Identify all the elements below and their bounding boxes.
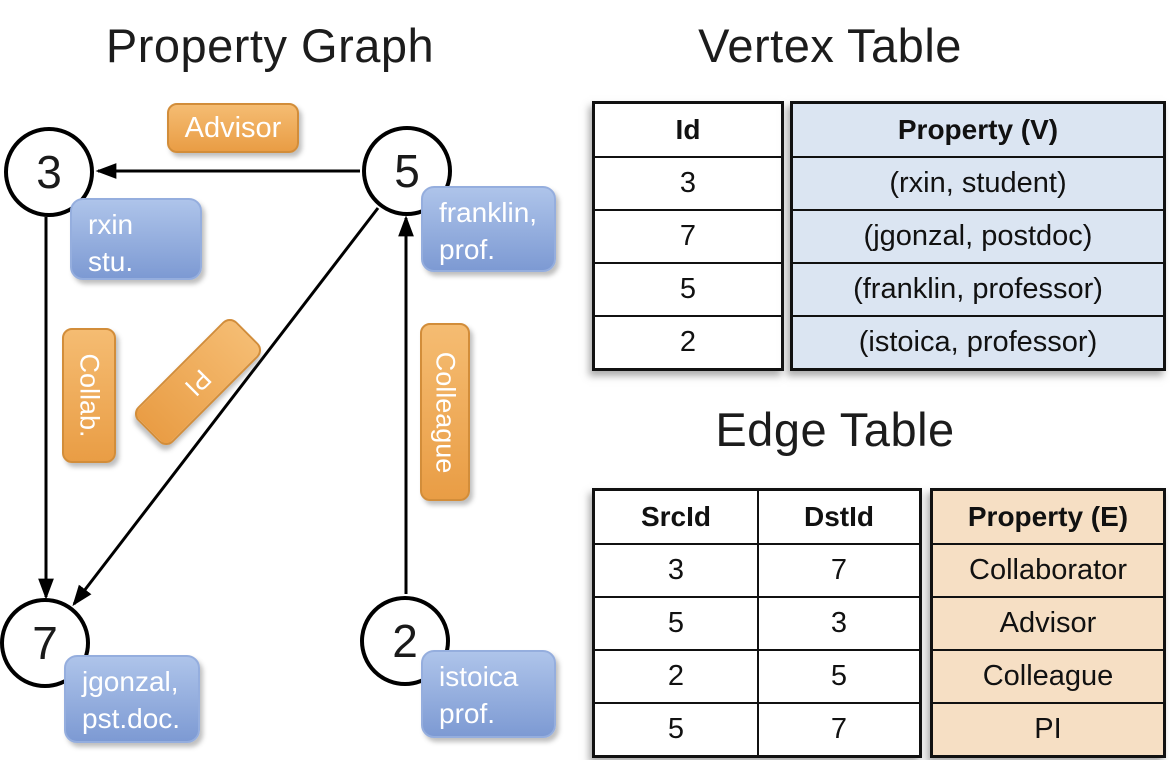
vertex-table-title: Vertex Table: [698, 19, 962, 72]
table-header-row: Id: [592, 101, 784, 158]
table-cell: (jgonzal, postdoc): [790, 209, 1166, 264]
table-row: 2: [592, 315, 784, 371]
table-row: Advisor: [930, 596, 1166, 651]
table-row: 3: [592, 156, 784, 211]
vertex-table-property-column: Property (V) (rxin, student) (jgonzal, p…: [790, 101, 1166, 371]
table-header-row: SrcId DstId: [592, 488, 922, 545]
table-row: (istoica, professor): [790, 315, 1166, 371]
vertex-node-5: 5: [362, 126, 452, 216]
edge-table-header-dstid: DstId: [757, 488, 922, 545]
vertex-node-2: 2: [360, 596, 450, 686]
table-row: Collaborator: [930, 543, 1166, 598]
table-row: (jgonzal, postdoc): [790, 209, 1166, 264]
vertex-property-box-3: rxin stu.: [70, 198, 202, 280]
table-header-row: Property (V): [790, 101, 1166, 158]
table-cell: (franklin, professor): [790, 262, 1166, 317]
table-row: 5: [592, 262, 784, 317]
edge-table-id-columns: SrcId DstId 3 7 5 3 2 5 5 7: [592, 488, 922, 758]
table-cell: 7: [757, 543, 922, 598]
table-row: 2 5: [592, 649, 922, 704]
table-cell: 7: [757, 702, 922, 758]
table-cell: 5: [592, 596, 759, 651]
table-cell: 3: [592, 543, 759, 598]
edge-label-advisor: Advisor: [167, 103, 299, 153]
table-cell: Colleague: [930, 649, 1166, 704]
table-cell: 7: [592, 209, 784, 264]
table-row: (rxin, student): [790, 156, 1166, 211]
vertex-table-header-property: Property (V): [790, 101, 1166, 158]
property-line: istoica: [439, 661, 519, 692]
property-line: prof.: [439, 233, 496, 265]
table-cell: 5: [592, 702, 759, 758]
table-row: (franklin, professor): [790, 262, 1166, 317]
table-cell: 3: [592, 156, 784, 211]
edge-label-collab: Collab.: [62, 328, 116, 463]
edge-label-text: Collab.: [74, 353, 105, 438]
property-line: stu.: [88, 245, 134, 277]
table-row: 5 3: [592, 596, 922, 651]
vertex-property-box-5: franklin, prof.: [421, 186, 556, 272]
edge-label-text: Colleague: [430, 351, 461, 473]
table-cell: 2: [592, 315, 784, 371]
property-line: rxin: [88, 209, 134, 240]
table-header-row: Property (E): [930, 488, 1166, 545]
edge-table-header-srcid: SrcId: [592, 488, 759, 545]
property-line: franklin,: [439, 197, 538, 228]
table-cell: Collaborator: [930, 543, 1166, 598]
property-graph-title: Property Graph: [105, 19, 435, 72]
property-line: jgonzal,: [82, 666, 179, 697]
table-cell: (rxin, student): [790, 156, 1166, 211]
property-line: pst.doc.: [82, 702, 181, 734]
table-cell: 2: [592, 649, 759, 704]
vertex-id-label: 7: [32, 617, 58, 669]
vertex-id-label: 5: [394, 145, 420, 197]
table-row: 7: [592, 209, 784, 264]
edge-table-title: Edge Table: [715, 403, 955, 456]
vertex-id-label: 3: [36, 146, 62, 198]
edge-table-header-property: Property (E): [930, 488, 1166, 545]
vertex-property-box-7: jgonzal, pst.doc.: [64, 655, 200, 743]
property-line: prof.: [439, 697, 496, 729]
vertex-table-header-id: Id: [592, 101, 784, 158]
edge-label-colleague: Colleague: [420, 323, 470, 501]
vertex-table-id-column: Id 3 7 5 2: [592, 101, 784, 371]
table-cell: 5: [757, 649, 922, 704]
table-cell: PI: [930, 702, 1166, 758]
table-cell: 5: [592, 262, 784, 317]
table-row: PI: [930, 702, 1166, 758]
vertex-id-label: 2: [392, 615, 418, 667]
edge-table-property-column: Property (E) Collaborator Advisor Collea…: [930, 488, 1166, 758]
edge-label-text: Advisor: [184, 111, 282, 144]
table-cell: 3: [757, 596, 922, 651]
edge-line-pi-5-to-7: [72, 207, 380, 607]
table-cell: Advisor: [930, 596, 1166, 651]
edge-label-text: PI: [179, 363, 218, 402]
table-row: 3 7: [592, 543, 922, 598]
table-cell: (istoica, professor): [790, 315, 1166, 371]
table-row: 5 7: [592, 702, 922, 758]
graph-edges-layer: [38, 163, 414, 607]
vertex-property-box-2: istoica prof.: [421, 650, 556, 738]
table-row: Colleague: [930, 649, 1166, 704]
